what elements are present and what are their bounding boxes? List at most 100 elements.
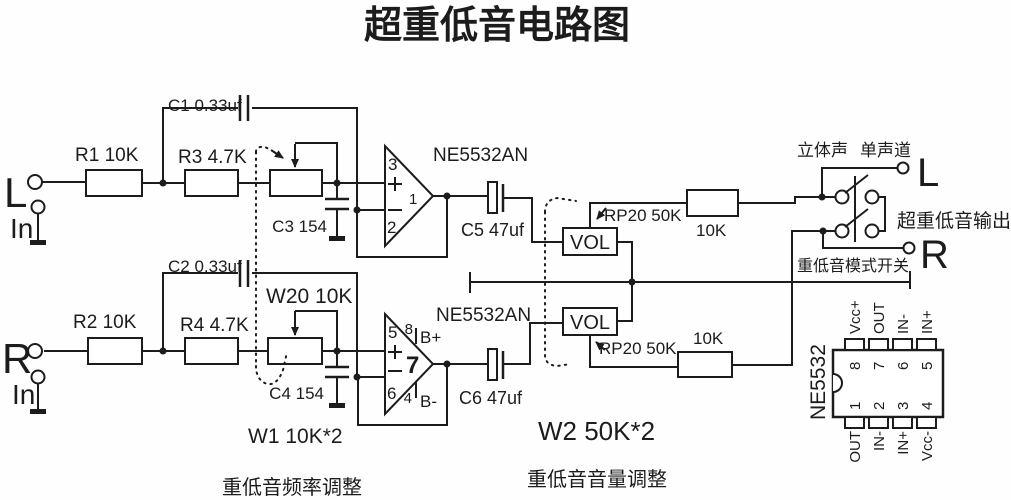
r1-label: R1 10K <box>75 145 139 166</box>
r10k-top-label: 10K <box>696 221 727 240</box>
page-title: 超重低音电路图 <box>364 5 630 47</box>
l-out-port: L <box>917 151 939 195</box>
ic-pin8-num: 8 <box>847 362 864 370</box>
w1-label: W1 10K*2 <box>248 425 343 448</box>
ic-pin5-num: 5 <box>919 362 936 370</box>
opamp-bot-pin7: 7 <box>406 352 419 379</box>
r3-label: R3 4.7K <box>178 147 247 168</box>
ic-pin2-num: 2 <box>871 402 888 410</box>
ic-name: NE5532 <box>807 344 830 420</box>
component-boxes <box>85 169 739 378</box>
r-in-label: In <box>12 379 35 410</box>
c5-label: C5 47uf <box>461 220 525 240</box>
vol-pot-bottom <box>562 307 618 336</box>
opamp-bottom-triangle <box>384 311 435 417</box>
ic-pin4-num: 4 <box>919 402 936 410</box>
ic-pin4-label: Vcc- <box>919 431 936 461</box>
switch-arm-bottom <box>844 208 869 228</box>
vol-adjust-note: 重低音音量调整 <box>527 468 667 491</box>
c6-label: C6 47uf <box>459 388 523 408</box>
opamp-top-pin3: 3 <box>388 155 397 174</box>
ic-pin8-label: Vcc+ <box>847 300 864 334</box>
c5-plate <box>487 181 498 214</box>
rp20-top-arrow <box>596 207 607 220</box>
w20-label: W20 10K <box>266 285 352 308</box>
opamp-top-triangle <box>384 143 435 249</box>
opamp-bot-pin5: 5 <box>388 323 397 342</box>
ground-symbols <box>30 236 345 414</box>
resistor-r2 <box>87 337 143 365</box>
resistor-r3 <box>184 169 239 197</box>
r-in-port: R <box>2 335 32 382</box>
junction-dots <box>159 179 827 381</box>
vol-bot-label: VOL <box>570 312 610 334</box>
subwoofer-output-label: 超重低音输出 <box>897 210 1011 232</box>
l-in-gnd-terminal <box>30 199 46 215</box>
capacitor-symbols <box>238 95 505 381</box>
circuit-wires <box>37 107 911 426</box>
pot-w1a <box>269 169 323 197</box>
resistor-r1 <box>85 169 143 197</box>
ic-pin1-label: OUT <box>847 431 864 463</box>
vol-top-label: VOL <box>570 232 610 254</box>
opamp-bot-pin4: 4 <box>404 390 412 407</box>
r2-label: R2 10K <box>73 312 137 333</box>
pot-wipers <box>255 144 607 386</box>
l-in-port: L <box>4 169 27 216</box>
r10k-bot-label: 10K <box>693 329 724 348</box>
c2-label: C2 0.33uf <box>168 257 242 276</box>
opamp-top-pin2: 2 <box>387 218 396 237</box>
mono-label: 单声道 <box>860 141 911 160</box>
l-in-terminal <box>27 174 43 190</box>
ic-pin7-num: 7 <box>871 362 888 370</box>
r-out-port: R <box>920 233 949 277</box>
opamp-bot-bplus: B+ <box>420 328 441 347</box>
opamp-bot-bminus: B- <box>420 392 437 411</box>
switch-arm-top <box>844 174 869 194</box>
l-in-label: In <box>10 213 33 244</box>
mode-switch <box>834 174 880 242</box>
opamp-bot-name: NE5532AN <box>436 305 531 326</box>
ic-pin3-label: IN+ <box>895 431 912 455</box>
ic-pin1-num: 1 <box>847 402 864 410</box>
resistor-10k-bottom <box>677 351 733 378</box>
switch-contact <box>834 223 850 239</box>
r-in-gnd-terminal <box>30 369 46 385</box>
rp20-bottom-arrow <box>595 341 606 351</box>
rp20-top-label: RP20 50K <box>604 206 682 225</box>
freq-adjust-note: 重低音频率调整 <box>222 476 362 499</box>
rp20-bot-label: RP20 50K <box>599 339 677 358</box>
ic-pinout: NE5532 8 7 6 5 1 2 3 4 Vcc+ OUT IN- IN+ … <box>807 300 945 463</box>
io-terminals <box>27 161 916 385</box>
switch-contact <box>864 223 880 239</box>
resistor-r4 <box>184 337 239 365</box>
c4-label: C4 154 <box>269 384 324 403</box>
ic-pin3-num: 3 <box>895 402 912 410</box>
ic-pin7-label: OUT <box>871 302 888 334</box>
c3-label: C3 154 <box>272 217 327 236</box>
resistor-10k-top <box>686 189 739 217</box>
stereo-label: 立体声 <box>797 141 848 160</box>
switch-contact <box>834 189 850 205</box>
ic-pin5-label: IN+ <box>919 310 936 334</box>
l-out-terminal <box>896 161 910 175</box>
opamps <box>384 143 435 417</box>
w2-label: W2 50K*2 <box>538 416 655 446</box>
c1-label: C1 0.33uf <box>168 96 242 115</box>
r4-label: R4 4.7K <box>180 315 249 336</box>
opamp-bot-pin6: 6 <box>387 384 396 403</box>
opamp-bot-pin8: 8 <box>405 321 413 338</box>
vol-pot-top <box>562 227 618 256</box>
r-in-terminal <box>27 343 43 359</box>
opamp-top-name: NE5532AN <box>433 145 528 166</box>
switch-contact <box>864 189 880 205</box>
c6-plate <box>487 348 498 381</box>
ic-notch <box>832 373 843 393</box>
ic-pin2-label: IN- <box>871 431 888 451</box>
ic-pin6-label: IN- <box>895 314 912 334</box>
ic-pin6-num: 6 <box>895 362 912 370</box>
mode-switch-label: 重低音模式开关 <box>797 257 909 275</box>
pot-w20 <box>267 337 323 365</box>
